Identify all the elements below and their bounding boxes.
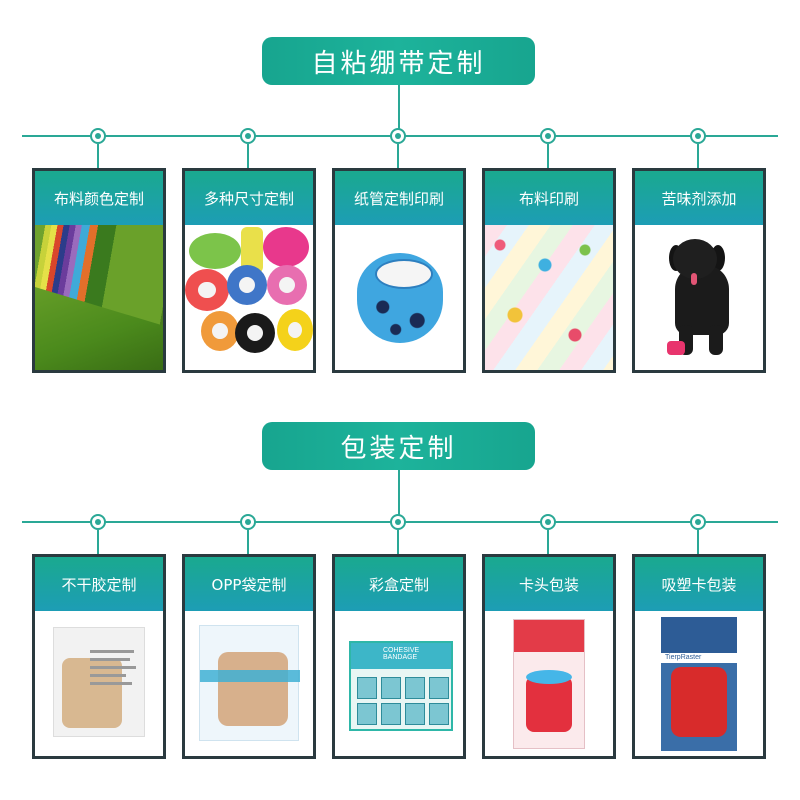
connector-drop xyxy=(697,144,699,170)
card-label: 卡头包装 xyxy=(485,557,613,611)
card-blister[interactable]: 吸塑卡包装 TierpRaster xyxy=(632,554,766,759)
blister-card-image: TierpRaster xyxy=(635,611,763,756)
dog-image xyxy=(635,225,763,370)
card-opp-bag[interactable]: OPP袋定制 xyxy=(182,554,316,759)
card-label: 纸管定制印刷 xyxy=(335,171,463,225)
fabric-print-image xyxy=(485,225,613,370)
card-label: 彩盒定制 xyxy=(335,557,463,611)
connector-drop xyxy=(547,530,549,556)
card-label: 多种尺寸定制 xyxy=(185,171,313,225)
connector-node xyxy=(240,514,256,530)
connector-drop xyxy=(397,144,399,170)
connector-drop xyxy=(247,144,249,170)
card-label: 苦味剂添加 xyxy=(635,171,763,225)
connector-drop xyxy=(697,530,699,556)
card-fabric-print[interactable]: 布料印刷 xyxy=(482,168,616,373)
section-bandage-customization: 自粘绷带定制 布料颜色定制 多种尺寸定制 纸管定制印 xyxy=(22,37,778,373)
card-fabric-color[interactable]: 布料颜色定制 xyxy=(32,168,166,373)
connector-node xyxy=(390,514,406,530)
sizes-rolls-image xyxy=(185,225,313,370)
connector-node xyxy=(240,128,256,144)
connector-node xyxy=(90,514,106,530)
section-title: 包装定制 xyxy=(262,422,535,470)
card-label: 布料颜色定制 xyxy=(35,171,163,225)
card-label: 吸塑卡包装 xyxy=(635,557,763,611)
section-packaging-customization: 包装定制 不干胶定制 OPP袋定制 xyxy=(0,400,800,800)
connector-node xyxy=(390,128,406,144)
fabric-color-image xyxy=(35,225,163,370)
blister-brand-text: TierpRaster xyxy=(665,654,702,661)
opp-bag-image xyxy=(185,611,313,756)
connector-drop xyxy=(547,144,549,170)
card-label: OPP袋定制 xyxy=(185,557,313,611)
header-card-image xyxy=(485,611,613,756)
card-color-box[interactable]: 彩盒定制 COHESIVE BANDAGE xyxy=(332,554,466,759)
connector-drop xyxy=(397,530,399,556)
connector-node xyxy=(690,514,706,530)
connector-drop xyxy=(97,144,99,170)
connector-node xyxy=(540,514,556,530)
color-box-image: COHESIVE BANDAGE xyxy=(335,611,463,756)
card-sticker[interactable]: 不干胶定制 xyxy=(32,554,166,759)
section-title: 自粘绷带定制 xyxy=(262,37,535,85)
card-bitter-agent[interactable]: 苦味剂添加 xyxy=(632,168,766,373)
card-core-print[interactable]: 纸管定制印刷 xyxy=(332,168,466,373)
connector-drop xyxy=(97,530,99,556)
connector-drop xyxy=(247,530,249,556)
card-label: 布料印刷 xyxy=(485,171,613,225)
connector-stem xyxy=(398,85,400,135)
card-header-card[interactable]: 卡头包装 xyxy=(482,554,616,759)
core-print-image xyxy=(335,225,463,370)
connector-node xyxy=(540,128,556,144)
connector-stem xyxy=(398,470,400,522)
connector-node xyxy=(90,128,106,144)
box-brand-text: COHESIVE BANDAGE xyxy=(383,647,420,661)
card-label: 不干胶定制 xyxy=(35,557,163,611)
connector-node xyxy=(690,128,706,144)
sticker-pack-image xyxy=(35,611,163,756)
card-sizes[interactable]: 多种尺寸定制 xyxy=(182,168,316,373)
